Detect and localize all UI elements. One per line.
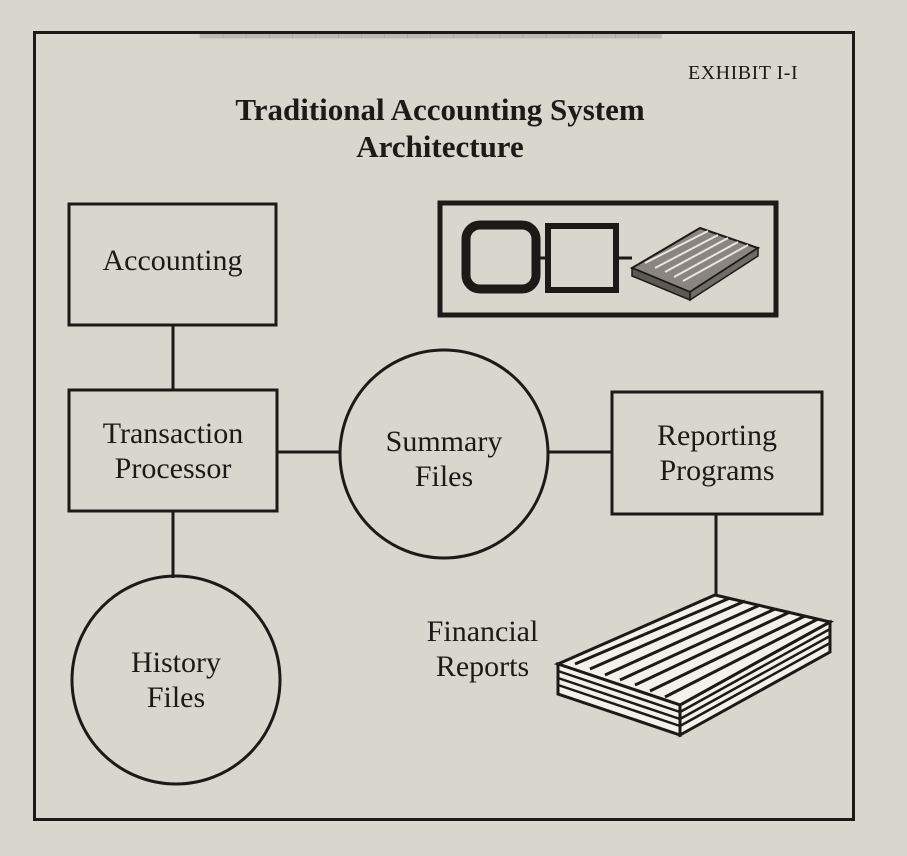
exhibit-label: EXHIBIT I-I (688, 62, 799, 84)
reporting-programs-line-1: Reporting (657, 419, 777, 452)
summary-files-line-1: Summary (385, 425, 503, 458)
financial-reports-label: Financial Reports (400, 614, 565, 685)
history-files-line-1: History (131, 646, 221, 679)
summary-files-line-2: Files (414, 460, 474, 494)
diagram-title: Traditional Accounting System Architectu… (140, 92, 740, 165)
terminal-icon (461, 220, 541, 294)
financial-reports-stack-icon (553, 593, 835, 738)
node-reporting-programs-label: Reporting Programs (612, 418, 822, 489)
node-transaction-processor-label: Transaction Processor (69, 416, 277, 487)
node-summary-files-label: Summary Files (340, 424, 548, 495)
transaction-processor-line-1: Transaction (102, 417, 244, 450)
box-icon (545, 223, 619, 293)
report-stack-icon (629, 226, 761, 302)
node-accounting-box (67, 202, 278, 327)
financial-reports-line-1: Financial (426, 615, 539, 648)
node-history-files-label: History Files (72, 645, 280, 716)
node-summary-files-circle (338, 348, 550, 560)
node-reporting-programs-box (610, 390, 824, 516)
node-accounting-label: Accounting (102, 244, 243, 277)
title-line-1: Traditional Accounting System (235, 92, 645, 127)
history-files-line-2: Files (146, 681, 206, 715)
legend-icon-box (437, 200, 779, 318)
transaction-processor-line-2: Processor (114, 452, 232, 486)
node-history-files-circle (70, 574, 282, 786)
title-line-2: Architecture (356, 128, 524, 164)
node-transaction-processor-box (67, 388, 279, 513)
reporting-programs-line-2: Programs (659, 454, 775, 488)
financial-reports-line-2: Reports (435, 650, 530, 684)
exhibit-frame (33, 31, 855, 821)
